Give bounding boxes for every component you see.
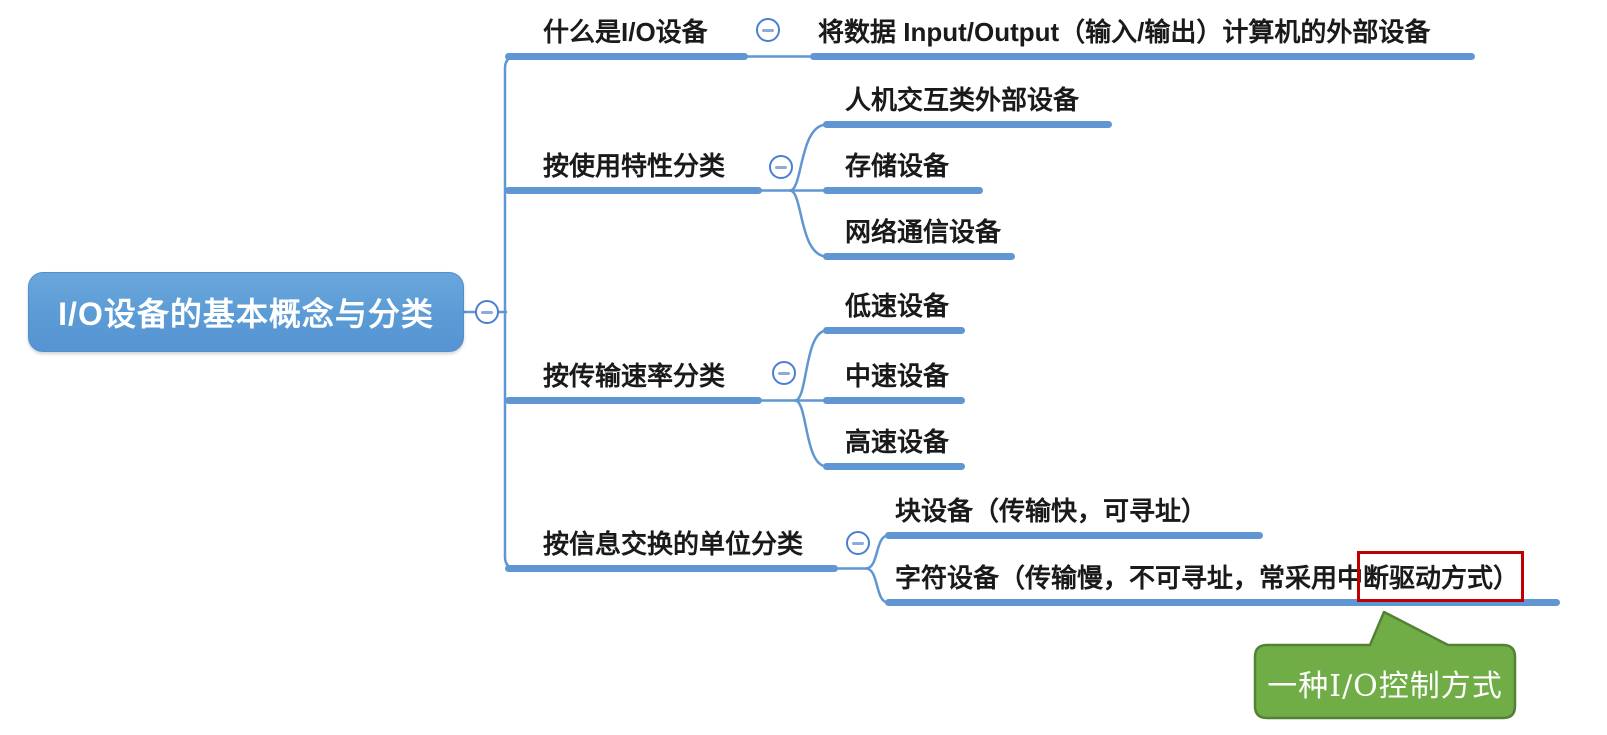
collapse-minus-icon-branch2[interactable]	[769, 155, 793, 179]
topic-underline	[823, 253, 1015, 260]
topic-label: 按信息交换的单位分类	[543, 529, 804, 559]
minus-glyph	[778, 371, 790, 375]
topic-underline	[823, 327, 965, 334]
topic-usage-classification[interactable]: 按使用特性分类	[505, 150, 762, 194]
topic-underline	[885, 599, 1560, 606]
branch2-fan-up	[788, 123, 829, 192]
callout-bubble-graphic	[1253, 610, 1517, 720]
topic-label: 中速设备	[845, 361, 950, 391]
topic-label: 按使用特性分类	[543, 151, 726, 181]
topic-underline	[885, 532, 1263, 539]
topic-underline	[505, 565, 838, 572]
callout-shape: 一种I/O控制方式	[1248, 606, 1524, 724]
topic-label: 按传输速率分类	[543, 361, 726, 391]
callout-label: 一种I/O控制方式	[1267, 669, 1503, 704]
topic-underline	[505, 187, 762, 194]
topic-label: 低速设备	[845, 291, 950, 321]
branch3-fan-up	[793, 329, 829, 402]
root-topic-label: I/O设备的基本概念与分类	[58, 296, 434, 332]
subtopic-low-speed-devices[interactable]: 低速设备	[823, 290, 965, 334]
topic-label: 字符设备（传输慢，不可寻址，常采用中断驱动方式）	[895, 563, 1520, 593]
topic-label: 网络通信设备	[845, 217, 1002, 247]
topic-underline	[823, 121, 1112, 128]
topic-underline	[505, 53, 748, 60]
minus-glyph	[775, 165, 787, 169]
root-topic[interactable]: I/O设备的基本概念与分类	[28, 272, 464, 352]
collapse-minus-icon-branch1[interactable]	[756, 18, 780, 42]
topic-underline	[810, 53, 1475, 60]
topic-underline	[823, 463, 965, 470]
subtopic-character-devices[interactable]: 字符设备（传输慢，不可寻址，常采用中断驱动方式）	[885, 562, 1560, 606]
topic-label: 块设备（传输快，可寻址）	[895, 496, 1208, 526]
collapse-minus-icon-branch4[interactable]	[846, 531, 870, 555]
collapse-minus-icon-branch3[interactable]	[772, 361, 796, 385]
subtopic-block-devices[interactable]: 块设备（传输快，可寻址）	[885, 495, 1263, 539]
subtopic-network-devices[interactable]: 网络通信设备	[823, 216, 1015, 260]
subtopic-io-definition-desc[interactable]: 将数据 Input/Output（输入/输出）计算机的外部设备	[810, 16, 1475, 60]
topic-underline	[823, 187, 983, 194]
subtopic-human-interaction-devices[interactable]: 人机交互类外部设备	[823, 84, 1112, 128]
subtopic-high-speed-devices[interactable]: 高速设备	[823, 426, 965, 470]
topic-underline	[823, 397, 965, 404]
subtopic-medium-speed-devices[interactable]: 中速设备	[823, 360, 965, 404]
minus-glyph	[481, 310, 493, 314]
topic-label: 将数据 Input/Output（输入/输出）计算机的外部设备	[818, 17, 1431, 47]
minus-glyph	[762, 28, 774, 32]
subtopic-storage-devices[interactable]: 存储设备	[823, 150, 983, 194]
branch2-fan-down	[788, 189, 829, 258]
red-highlight-box	[1357, 551, 1524, 602]
topic-speed-classification[interactable]: 按传输速率分类	[505, 360, 762, 404]
collapse-minus-icon-root[interactable]	[475, 300, 499, 324]
topic-unit-classification[interactable]: 按信息交换的单位分类	[505, 528, 838, 572]
topic-label: 人机交互类外部设备	[845, 85, 1080, 115]
topic-label: 存储设备	[845, 151, 950, 181]
branch3-fan-down	[793, 399, 829, 468]
topic-label: 什么是I/O设备	[543, 17, 708, 47]
minus-glyph	[852, 541, 864, 545]
topic-io-definition[interactable]: 什么是I/O设备	[505, 16, 748, 60]
topic-underline	[505, 397, 762, 404]
topic-label: 高速设备	[845, 427, 950, 457]
